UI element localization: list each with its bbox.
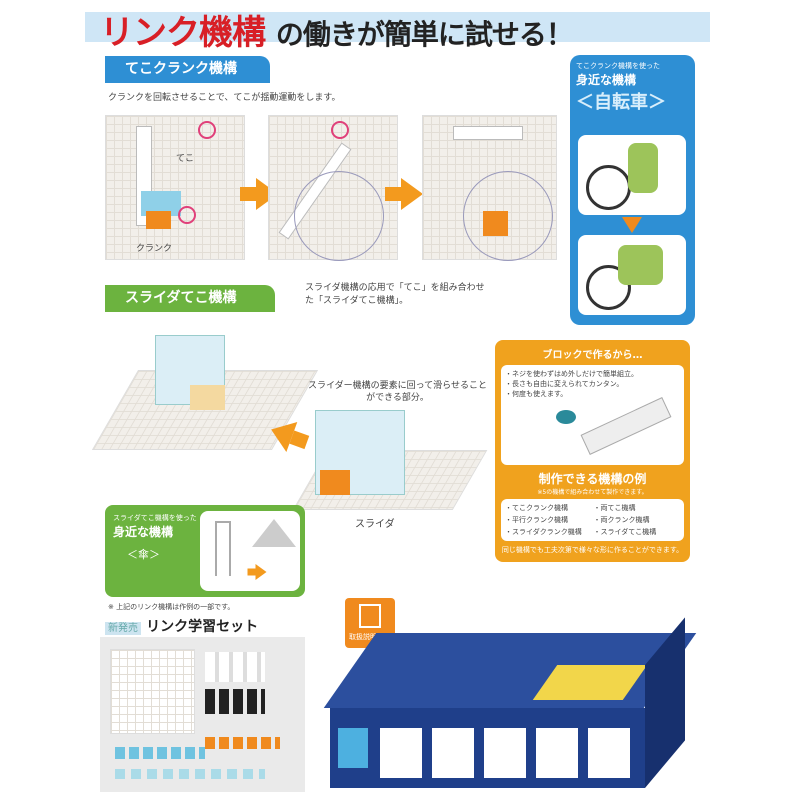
example-item: ・両てこ機構 xyxy=(593,504,636,512)
box-front-logo xyxy=(338,728,368,768)
slider-block-orange xyxy=(320,470,350,495)
section-tab-slider: スライダてこ機構 xyxy=(105,285,275,312)
crank-caption: クランクを回転させることで、てこが揺動運動をします。 xyxy=(108,93,341,103)
connector-parts xyxy=(115,769,265,779)
crank-board-2 xyxy=(268,115,398,261)
example-item: ・スライダクランク機構 xyxy=(505,528,582,536)
crank-board-3 xyxy=(422,115,557,261)
marker-a-icon xyxy=(331,121,349,139)
examples-list: ・てこクランク機構 ・両てこ機構 ・平行クランク機構 ・両クランク機構 ・スライ… xyxy=(501,499,684,541)
lever-block xyxy=(453,126,523,140)
blue-parts xyxy=(115,747,205,759)
black-parts xyxy=(205,689,265,714)
umbrella-closed xyxy=(215,521,231,576)
product-title: 新発売 リンク学習セット xyxy=(105,616,258,636)
lever-label: てこ xyxy=(176,154,195,164)
example-item: ・スライダてこ機構 xyxy=(593,528,657,536)
bike-box-small: てこクランク機構を使った xyxy=(576,62,660,70)
base-plate xyxy=(110,649,195,734)
slider-caption: スライダ機構の応用で「てこ」を組み合わせた「スライダてこ機構」。 xyxy=(305,283,485,306)
features-heading: ブロックで作るから… xyxy=(542,350,643,361)
orbit-circle xyxy=(463,171,553,261)
crank-block xyxy=(483,211,508,236)
example-item: ・両クランク機構 xyxy=(593,516,650,524)
umbrella-image xyxy=(200,511,300,591)
feature-point: ・ネジを使わずはめ外しだけで簡単組立。 xyxy=(505,370,638,378)
box-front xyxy=(330,708,645,788)
example-item: ・てこクランク機構 xyxy=(505,504,568,512)
feature-point: ・長さも自由に変えられてカンタン。 xyxy=(505,380,624,388)
book-icon xyxy=(359,604,381,628)
marker-a-icon xyxy=(198,121,216,139)
examples-subheading: ※5の機構で組み合わせて製作できます。 xyxy=(537,489,648,496)
orbit-circle xyxy=(294,171,384,261)
block-part-image xyxy=(580,397,672,455)
parts-image xyxy=(100,637,305,792)
bicycle-image-1 xyxy=(578,135,686,215)
umbrella-open xyxy=(252,519,296,547)
marker-b-icon xyxy=(178,206,196,224)
bicycle-example-box: てこクランク機構を使った 身近な機構 ＜自転車＞ xyxy=(570,55,695,325)
umbrella-box-small: スライダてこ機構を使った xyxy=(113,514,197,522)
features-panel: ・ネジを使わずはめ外しだけで簡単組立。 ・長さも自由に変えられてカンタン。 ・何… xyxy=(501,365,684,465)
section-tab-crank: てこクランク機構 xyxy=(105,56,270,83)
product-name: リンク学習セット xyxy=(146,619,259,635)
new-badge: 新発売 xyxy=(105,622,141,635)
product-note: ※ 上記のリンク機構は作例の一部です。 xyxy=(108,603,235,611)
slider-note: スライダー機構の要素に回って滑らせることができる部分。 xyxy=(307,381,487,403)
examples-footer: 同じ機構でも工夫次第で様々な形に作ることができます。 xyxy=(501,546,684,554)
bicycle-image-2 xyxy=(578,235,686,315)
umbrella-box-large: ＜傘＞ xyxy=(127,548,160,561)
manual-badge-label: 取扱説明書付 xyxy=(349,633,391,641)
arrow-right-icon xyxy=(247,564,267,580)
feature-point: ・何度も使えます。 xyxy=(505,390,568,398)
slider-label: スライダ xyxy=(355,519,395,530)
connector-part-image xyxy=(556,410,576,424)
arrow-right-icon xyxy=(385,178,423,210)
white-parts xyxy=(205,652,265,682)
crank-board-1: てこ クランク xyxy=(105,115,245,260)
title-black: の働きが簡単に試せる！ xyxy=(275,18,574,51)
crank-block xyxy=(146,211,171,229)
product-box-image xyxy=(320,617,697,793)
orange-parts xyxy=(205,737,280,749)
title-banner xyxy=(85,12,710,42)
bike-box-medium: 身近な機構 xyxy=(576,73,637,87)
example-item: ・平行クランク機構 xyxy=(505,516,568,524)
box-front-panels xyxy=(380,728,635,778)
arrow-down-icon xyxy=(622,217,642,233)
examples-heading: 制作できる機構の例 xyxy=(538,472,647,486)
umbrella-example-box: スライダてこ機構を使った 身近な機構 ＜傘＞ xyxy=(105,505,305,597)
slider-block-yellow xyxy=(190,385,225,410)
block-features-box: ブロックで作るから… ・ネジを使わずはめ外しだけで簡単組立。 ・長さも自由に変え… xyxy=(495,340,690,562)
page-title: リンク機構 の働きが簡単に試せる！ xyxy=(100,5,574,54)
bike-box-large: ＜自転車＞ xyxy=(576,92,666,113)
title-red: リンク機構 xyxy=(100,13,266,53)
umbrella-box-medium: 身近な機構 xyxy=(113,525,174,539)
crank-label: クランク xyxy=(136,244,173,254)
